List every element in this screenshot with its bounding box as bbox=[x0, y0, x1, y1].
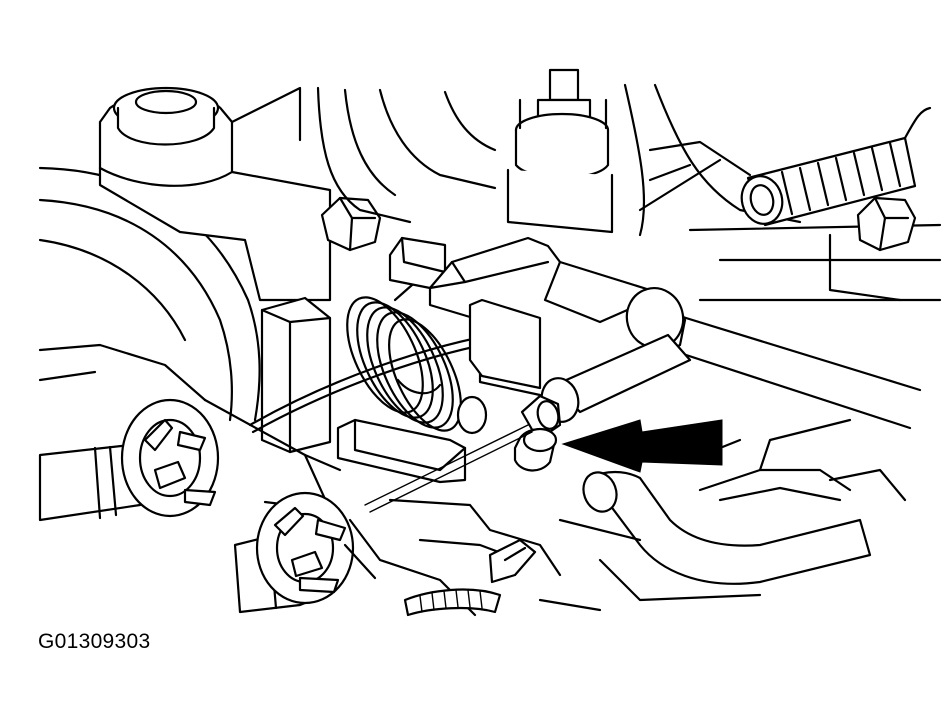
upper-center-casting bbox=[316, 86, 497, 224]
connector-fitting-lower bbox=[233, 491, 477, 617]
rectangular-post bbox=[260, 296, 332, 454]
engine-component-illustration bbox=[38, 68, 942, 617]
sensor-housing bbox=[388, 236, 692, 442]
figure-code: G01309303 bbox=[38, 630, 151, 653]
vacuum-port bbox=[456, 395, 558, 472]
top-stud bbox=[506, 68, 614, 234]
connector-fitting-left bbox=[38, 398, 332, 522]
coil-spring bbox=[346, 276, 462, 432]
hex-bolt-right bbox=[828, 196, 917, 302]
callout-arrow bbox=[561, 419, 723, 473]
hex-bolt-upper bbox=[320, 196, 382, 252]
vacuum-hose bbox=[582, 418, 907, 585]
upper-left-boss bbox=[98, 86, 332, 302]
actuator-rod bbox=[364, 424, 533, 513]
ribbed-hose bbox=[740, 106, 932, 227]
lower-bracket bbox=[303, 418, 467, 484]
lower-center-parts bbox=[388, 498, 762, 617]
